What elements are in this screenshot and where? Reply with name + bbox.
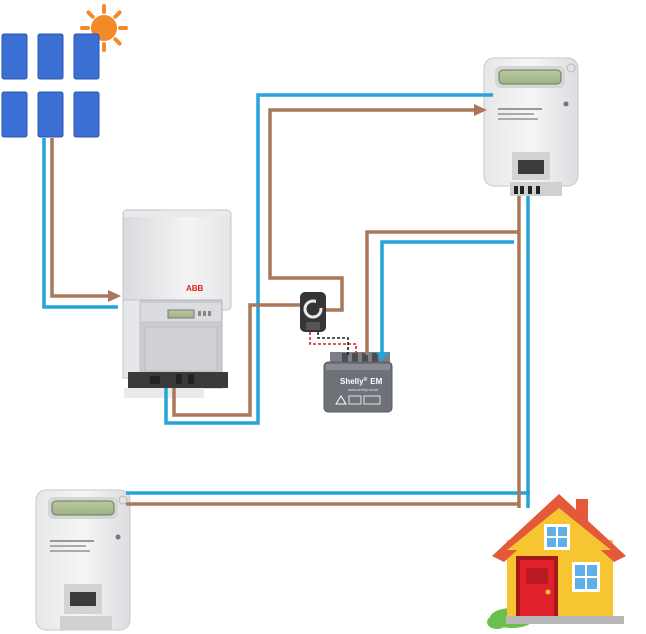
solar-panel-icon bbox=[1, 33, 100, 138]
solar-cell bbox=[37, 33, 64, 80]
shelly-url-label: www.shelly.cloud bbox=[348, 387, 378, 392]
sun-ray bbox=[113, 37, 122, 46]
energy-meter-icon-top bbox=[483, 57, 579, 196]
solar-cell bbox=[73, 33, 100, 80]
sun-ray bbox=[113, 10, 122, 19]
arrow-to-shelly bbox=[376, 352, 388, 362]
solar-cell bbox=[1, 91, 28, 138]
inverter-icon: ABB bbox=[122, 209, 232, 398]
clamp-signal-wires bbox=[309, 332, 357, 355]
sun-ray bbox=[86, 10, 95, 19]
arrow-to-inverter bbox=[108, 290, 121, 302]
current-clamp-icon bbox=[300, 292, 326, 332]
solar-cell bbox=[1, 33, 28, 80]
shelly-em-icon: Shelly®EM www.shelly.cloud bbox=[323, 352, 393, 413]
shelly-brand-label: Shelly®EM bbox=[340, 376, 383, 386]
house-icon bbox=[487, 494, 626, 629]
energy-meter-icon-bottom bbox=[35, 489, 131, 631]
phase-wires bbox=[50, 108, 521, 508]
neutral-wires bbox=[42, 93, 530, 508]
inverter-brand-label: ABB bbox=[186, 284, 204, 293]
arrow-to-meter-top bbox=[474, 104, 487, 116]
solar-cell bbox=[37, 91, 64, 138]
solar-cell bbox=[73, 91, 100, 138]
